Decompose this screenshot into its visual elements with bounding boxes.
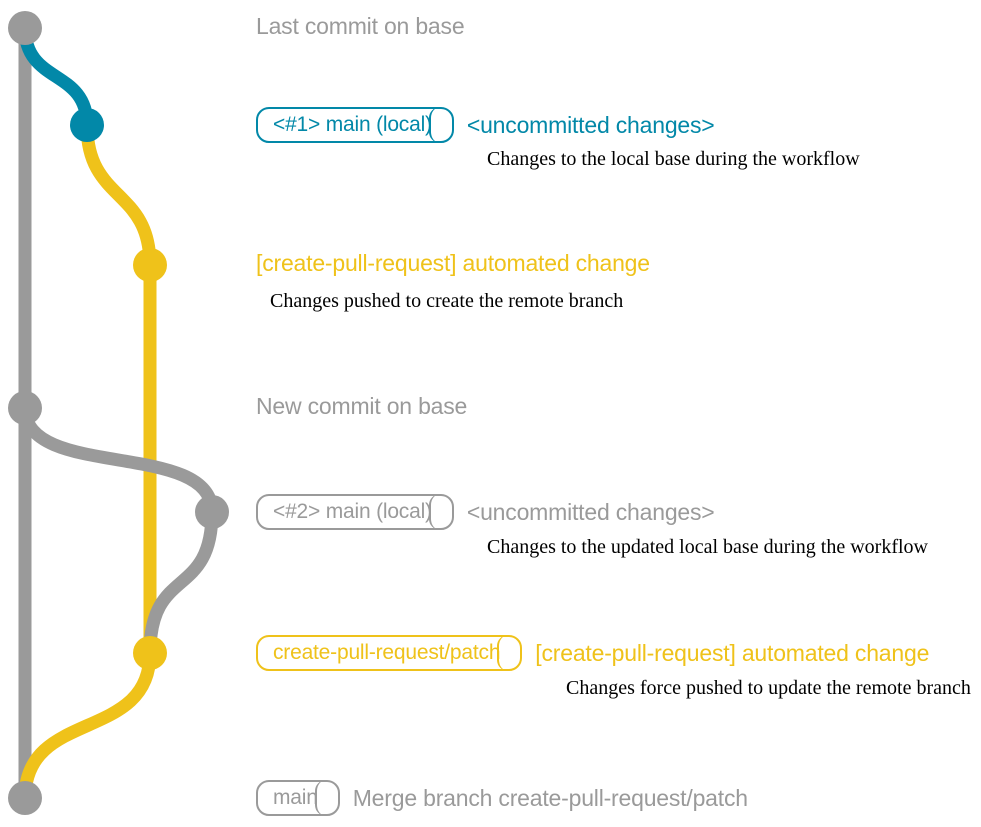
ref-pill-label: create-pull-request/patch bbox=[273, 641, 501, 664]
commit-subject-merge-commit: Merge branch create-pull-request/patch bbox=[352, 784, 748, 811]
commit-node[interactable] bbox=[70, 108, 104, 142]
commit-note-local-main-1: Changes to the local base during the wor… bbox=[487, 148, 860, 170]
branch-edge bbox=[18, 21, 94, 132]
commit-node[interactable] bbox=[133, 636, 167, 670]
ref-pill-label: main bbox=[273, 786, 318, 809]
commit-subject-local-main-2: <uncommitted changes> bbox=[466, 498, 715, 525]
commit-node[interactable] bbox=[195, 495, 229, 529]
ref-pill-merge-commit[interactable]: main bbox=[256, 780, 340, 816]
ref-pill-local-main-1[interactable]: <#1> main (local) bbox=[256, 107, 454, 143]
ref-pill-label: <#2> main (local) bbox=[273, 500, 432, 523]
commit-caption-new-commit-on-base: New commit on base bbox=[256, 393, 468, 419]
commit-note-automated-change-2: Changes force pushed to update the remot… bbox=[566, 677, 971, 699]
commit-caption-automated-change-1: [create-pull-request] automated change bbox=[256, 250, 650, 276]
commit-note-automated-change-1: Changes pushed to create the remote bran… bbox=[270, 290, 624, 312]
commit-node[interactable] bbox=[8, 781, 42, 815]
commit-row-merge-commit: main Merge branch create-pull-request/pat… bbox=[256, 780, 748, 816]
commit-node[interactable] bbox=[8, 391, 42, 425]
branch-edge bbox=[80, 118, 157, 272]
branch-edge bbox=[143, 505, 219, 660]
commit-row-local-main-2: <#2> main (local) <uncommitted changes> bbox=[256, 494, 715, 530]
commit-row-local-main-1: <#1> main (local) <uncommitted changes> bbox=[256, 107, 715, 143]
branch-edge bbox=[18, 401, 219, 519]
commit-node[interactable] bbox=[8, 11, 42, 45]
commit-subject-local-main-1: <uncommitted changes> bbox=[466, 111, 715, 138]
commit-row-automated-change-2: create-pull-request/patch [create-pull-re… bbox=[256, 635, 929, 671]
commit-caption-last-commit-on-base: Last commit on base bbox=[256, 13, 465, 39]
commit-subject-automated-change-2: [create-pull-request] automated change bbox=[535, 639, 930, 666]
ref-pill-automated-change-2[interactable]: create-pull-request/patch bbox=[256, 635, 523, 671]
ref-pill-label: <#1> main (local) bbox=[273, 113, 432, 136]
ref-pill-local-main-2[interactable]: <#2> main (local) bbox=[256, 494, 454, 530]
commit-note-local-main-2: Changes to the updated local base during… bbox=[487, 536, 928, 558]
commit-node[interactable] bbox=[133, 248, 167, 282]
branch-edge bbox=[18, 646, 157, 805]
